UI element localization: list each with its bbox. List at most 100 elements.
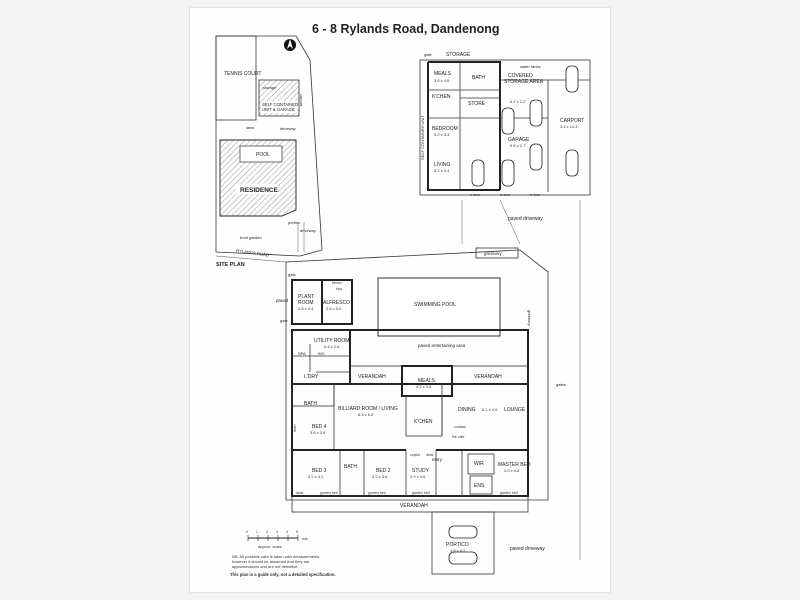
svg-text:cocktail: cocktail [454,425,466,429]
svg-text:garden bed: garden bed [500,491,518,495]
svg-text:STUDY: STUDY [412,468,430,474]
svg-text:mts: mts [302,537,308,541]
svg-text:BATH: BATH [344,464,357,470]
svg-text:bench: bench [332,281,342,285]
svg-text:BED 3: BED 3 [312,468,327,474]
svg-text:K'CHEN: K'CHEN [432,94,451,100]
tennis-court [215,35,257,121]
svg-text:CARPORT: CARPORT [560,118,584,124]
site-plan: TENNIS COURT SELF CONTAINED UNIT & GARAG… [215,35,323,268]
svg-text:BATH: BATH [472,75,485,81]
svg-text:STORE: STORE [468,101,486,107]
svg-text:desk: desk [426,453,434,457]
svg-text:K'CHEN: K'CHEN [414,419,433,425]
svg-text:4.8 x 6.2: 4.8 x 6.2 [450,548,466,553]
pool-site [239,145,283,163]
svg-text:paved driveway: paved driveway [508,216,543,222]
swimming-pool [377,277,501,337]
svg-text:VERANDAH: VERANDAH [400,503,428,509]
svg-text:ENS: ENS [474,483,485,489]
svg-text:BED 4: BED 4 [312,424,327,430]
svg-text:carport: carport [299,94,304,107]
svg-text:approx. scale: approx. scale [258,544,283,549]
svg-text:portico: portico [288,220,301,225]
svg-text:paved driveway: paved driveway [510,546,545,552]
svg-text:3.2 x 4.4: 3.2 x 4.4 [434,168,450,173]
svg-text:BEDROOM: BEDROOM [432,126,458,132]
svg-text:rr door: rr door [530,193,541,197]
svg-text:driveway: driveway [280,126,296,131]
svg-text:3: 3 [276,530,278,534]
svg-text:3.6 x 3.6: 3.6 x 3.6 [310,430,326,435]
svg-text:WIR: WIR [474,461,484,467]
svg-text:gate: gate [280,318,289,323]
svg-text:6.2 x 2.2: 6.2 x 2.2 [510,99,526,104]
svg-text:cupbd: cupbd [410,453,420,457]
svg-text:garden bed: garden bed [320,491,338,495]
svg-text:LOUNGE: LOUNGE [504,407,526,413]
svg-text:SELF CONTAINED UNIT: SELF CONTAINED UNIT [420,115,425,160]
disclaimer: NB. All possible care is taken with meas… [232,554,320,569]
svg-text:6.4 x 2.6: 6.4 x 2.6 [324,344,340,349]
footer-note: This plan is a guide only, not a detaile… [230,572,336,577]
svg-text:driveway: driveway [300,228,316,233]
site-plan-heading: SITE PLAN [216,262,245,268]
svg-text:4: 4 [286,530,288,534]
svg-text:gate: gate [424,52,433,57]
tennis-court-label: TENNIS COURT [224,71,261,77]
svg-text:1: 1 [256,530,258,534]
svg-text:MEALS: MEALS [434,71,452,77]
svg-text:BED 2: BED 2 [376,468,391,474]
svg-text:COVERED: COVERED [508,73,533,79]
car-icon [448,65,579,565]
svg-text:RESIDENCE: RESIDENCE [240,187,279,194]
scale-bar: 0 1 2 3 4 5 mts approx. scale [246,530,308,549]
svg-text:BATH: BATH [304,401,317,407]
svg-text:MEALS: MEALS [418,378,436,384]
svg-text:garden bed: garden bed [368,491,386,495]
svg-text:bbq: bbq [336,287,342,291]
svg-text:coats: coats [296,328,305,332]
svg-text:front garden: front garden [240,235,262,240]
svg-text:VERANDAH: VERANDAH [358,374,386,380]
svg-text:MASTER BED: MASTER BED [498,462,531,468]
svg-text:L'DRY: L'DRY [304,374,319,380]
svg-text:2.9 x 3.6: 2.9 x 3.6 [410,474,426,479]
svg-text:STORAGE: STORAGE [446,52,471,58]
svg-text:lawn: lawn [246,125,254,130]
svg-text:garden bed: garden bed [412,491,430,495]
svg-text:4.2 x 3.6: 4.2 x 3.6 [372,474,388,479]
svg-text:5: 5 [296,530,298,534]
svg-text:2: 2 [266,530,268,534]
svg-text:LIVING: LIVING [434,162,451,168]
svg-text:water tanks: water tanks [520,64,540,69]
svg-text:linen: linen [293,425,297,432]
svg-text:UTILITY ROOM: UTILITY ROOM [314,338,349,344]
house-plan: greenery greenery gate paved gate PLANT … [276,247,566,575]
svg-text:storage: storage [263,85,277,90]
svg-text:entry: entry [432,457,443,462]
svg-text:DINING: DINING [458,407,476,413]
svg-text:SELF CONTAINED: SELF CONTAINED [262,102,298,107]
svg-text:RYLANDS ROAD: RYLANDS ROAD [236,248,269,258]
svg-text:PLANT: PLANT [298,294,314,300]
svg-text:3.6 x 4.6: 3.6 x 4.6 [434,78,450,83]
svg-text:9.6 x 2.7: 9.6 x 2.7 [510,143,526,148]
svg-text:6.4 x 6.0: 6.4 x 6.0 [358,412,374,417]
svg-text:3.4 x 14.4: 3.4 x 14.4 [560,124,578,129]
unit-plan: STORAGE gate MEALS 3.6 x 4.6 BATH water … [419,52,591,565]
svg-text:rr door: rr door [500,193,511,197]
north-compass-icon [284,39,296,51]
svg-text:greenery: greenery [484,251,503,256]
svg-text:2.8 x 5.0: 2.8 x 5.0 [326,306,342,311]
svg-text:4.0 x 4.8: 4.0 x 4.8 [504,468,520,473]
svg-text:4.2 x 4.2: 4.2 x 4.2 [308,474,324,479]
svg-text:STORAGE AREA: STORAGE AREA [504,79,544,85]
svg-text:2.8 x 4.4: 2.8 x 4.4 [298,306,314,311]
svg-text:0: 0 [246,530,248,534]
svg-text:desk: desk [296,491,304,495]
svg-text:3.2 x 3.3: 3.2 x 3.3 [434,132,450,137]
svg-text:greenery: greenery [527,310,532,326]
svg-text:paved entertaining area: paved entertaining area [418,343,466,348]
